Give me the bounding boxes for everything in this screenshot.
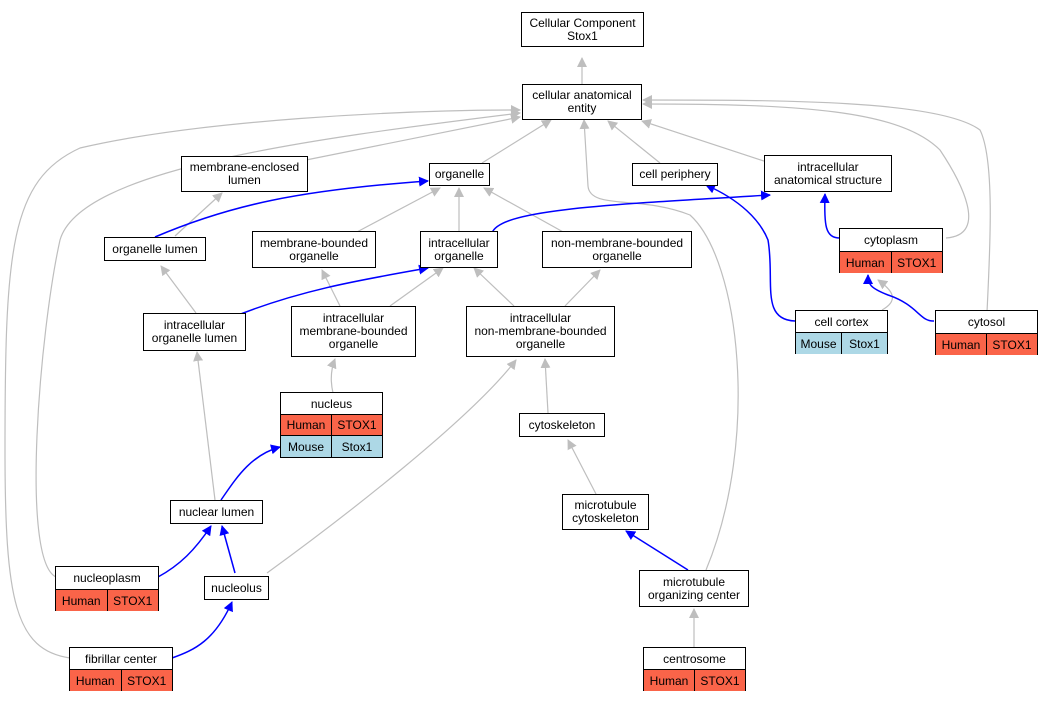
- node-cellular-anatomical-entity[interactable]: cellular anatomical entity: [522, 84, 642, 120]
- edge-nucleolus-nuclearlumen: [219, 525, 236, 574]
- table-fibrillar-center[interactable]: fibrillar center Human STOX1: [69, 647, 173, 691]
- gene-cell: Stox1: [841, 333, 887, 354]
- table-cell-cortex[interactable]: cell cortex Mouse Stox1: [795, 310, 888, 354]
- row-mouse: Mouse Stox1: [281, 436, 382, 457]
- species-cell: Human: [75, 673, 115, 688]
- edge-nucleoplasm-nuclearlumen: [157, 525, 212, 578]
- row-human: Human STOX1: [936, 334, 1037, 355]
- gene-cell: STOX1: [331, 415, 382, 435]
- edge-cytoplasm-cae: [642, 99, 970, 239]
- node-cytoskeleton[interactable]: cytoskeleton: [519, 413, 605, 437]
- edge-imbo-mbo: [321, 269, 341, 307]
- node-root[interactable]: Cellular Component Stox1: [521, 12, 644, 47]
- edge-mel-cae: [305, 113, 521, 161]
- node-intracellular-organelle-lumen[interactable]: intracellular organelle lumen: [143, 313, 246, 351]
- row-human: Human STOX1: [840, 252, 942, 273]
- edge-imbo-io: [389, 267, 444, 307]
- row-human: Human STOX1: [70, 670, 172, 691]
- node-microtubule-cytoskeleton[interactable]: microtubule cytoskeleton: [562, 494, 649, 530]
- edge-mbo-organelle: [354, 187, 441, 234]
- edge-cellperiphery-cae: [607, 120, 661, 164]
- edge-inmbo-nmbo: [564, 269, 601, 307]
- edge-iol-orglumen: [160, 265, 197, 314]
- row-human: Human STOX1: [281, 415, 382, 436]
- node-organelle[interactable]: organelle: [429, 163, 490, 186]
- species-cell: Human: [61, 593, 101, 608]
- species-cell: Human: [649, 673, 689, 688]
- edge-cytoplasm-ias: [819, 193, 841, 239]
- table-title: fibrillar center: [70, 648, 172, 670]
- species-cell: Human: [941, 337, 981, 352]
- edge-nuclearlumen-nucleus: [220, 444, 281, 501]
- species-cell: Human: [286, 418, 326, 432]
- edge-cellcortex-cellperiphery: [705, 184, 796, 322]
- edge-organelle-cae: [481, 119, 552, 164]
- node-microtubule-organizing-center[interactable]: microtubule organizing center: [639, 570, 749, 607]
- node-organelle-lumen[interactable]: organelle lumen: [104, 237, 206, 261]
- edge-cytosol-cytoplasm: [863, 274, 935, 322]
- node-intracellular-membrane-bounded-organelle[interactable]: intracellular membrane-bounded organelle: [291, 306, 416, 357]
- edge-fibrillar-cae: [4, 105, 521, 659]
- node-intracellular-non-membrane-bounded-organelle[interactable]: intracellular non-membrane-bounded organ…: [466, 306, 615, 357]
- edge-cellcortex-cytoplasm: [877, 279, 893, 311]
- node-intracellular-anatomical-structure[interactable]: intracellular anatomical structure: [764, 155, 892, 192]
- row-human: Human STOX1: [56, 590, 158, 611]
- row-human: Human STOX1: [644, 670, 745, 691]
- edge-orglumen-mel: [174, 192, 223, 237]
- table-nucleoplasm[interactable]: nucleoplasm Human STOX1: [55, 566, 159, 611]
- edge-nucleoplasm-cae: [35, 109, 521, 578]
- node-membrane-enclosed-lumen[interactable]: membrane-enclosed lumen: [181, 156, 308, 192]
- edge-orglumen-organelle: [154, 176, 429, 238]
- species-cell: Mouse: [800, 336, 837, 351]
- node-non-membrane-bounded-organelle[interactable]: non-membrane-bounded organelle: [542, 231, 692, 268]
- table-title: cell cortex: [796, 311, 887, 333]
- gene-cell: STOX1: [106, 590, 159, 611]
- node-cell-periphery[interactable]: cell periphery: [632, 163, 718, 186]
- node-nucleolus[interactable]: nucleolus: [204, 576, 269, 600]
- edge-nucleolus-inmbo: [266, 359, 517, 574]
- edge-ias-cae: [641, 119, 771, 164]
- node-intracellular-organelle[interactable]: intracellular organelle: [420, 231, 498, 268]
- edge-fibrillar-nucleolus: [171, 601, 233, 659]
- table-nucleus[interactable]: nucleus Human STOX1 Mouse Stox1: [280, 392, 383, 458]
- gene-cell: STOX1: [694, 670, 745, 691]
- table-title: cytoplasm: [840, 229, 942, 252]
- edge-nucleus-imbo: [327, 358, 337, 394]
- table-cytoplasm[interactable]: cytoplasm Human STOX1: [839, 228, 943, 273]
- edge-mtc-cytoskeleton: [567, 439, 597, 495]
- edge-mtoc-mtc: [625, 530, 689, 571]
- species-cell: Human: [845, 255, 885, 270]
- gene-cell: STOX1: [986, 334, 1037, 355]
- edge-iol-io: [232, 264, 429, 318]
- edge-nuclearlumen-iol: [193, 351, 216, 501]
- species-cell: Mouse: [287, 439, 325, 454]
- edge-inmbo-io: [473, 267, 515, 307]
- table-centrosome[interactable]: centrosome Human STOX1: [643, 647, 746, 691]
- table-title: cytosol: [936, 311, 1037, 334]
- edge-nmbo-organelle: [483, 187, 566, 234]
- edge-mtoc-cae: [579, 119, 739, 571]
- table-cytosol[interactable]: cytosol Human STOX1: [935, 310, 1038, 355]
- table-title: nucleus: [281, 393, 382, 415]
- edge-cytoskeleton-inmbo: [540, 358, 551, 414]
- node-membrane-bounded-organelle[interactable]: membrane-bounded organelle: [252, 231, 376, 268]
- gene-cell: STOX1: [890, 252, 943, 273]
- gene-cell: Stox1: [331, 436, 382, 457]
- table-title: nucleoplasm: [56, 567, 158, 590]
- gene-cell: STOX1: [120, 670, 173, 691]
- edge-cytosol-cae: [642, 95, 991, 313]
- edge-io-ias: [491, 190, 771, 234]
- row-mouse: Mouse Stox1: [796, 333, 887, 354]
- table-title: centrosome: [644, 648, 745, 670]
- node-nuclear-lumen[interactable]: nuclear lumen: [170, 500, 263, 524]
